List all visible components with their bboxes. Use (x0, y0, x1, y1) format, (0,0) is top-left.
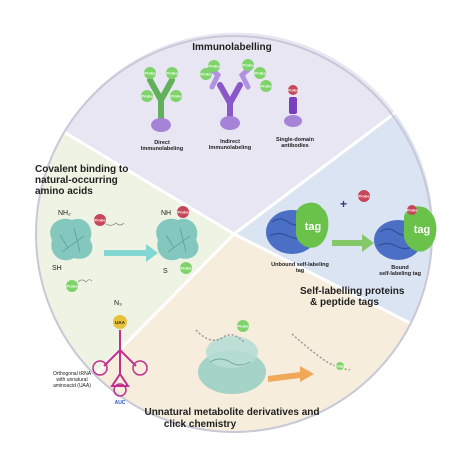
tag-label-bound: tag (414, 224, 431, 236)
probe-icon (358, 190, 370, 202)
self-label-sector (234, 113, 434, 323)
probe-icon (407, 205, 417, 215)
probe-icon (66, 280, 78, 292)
probe-label: Probe (334, 363, 346, 368)
probe-label: Probe (358, 193, 370, 198)
trna-icon (92, 330, 148, 397)
tag-unbound-icon (295, 202, 329, 248)
probe-label: Probe (200, 71, 212, 76)
probe-icon (242, 59, 254, 71)
uaa-label: UAA (115, 320, 125, 325)
arrow-icon (268, 366, 314, 382)
nh-label: NH (161, 210, 171, 217)
direct-antibody-icon: Probe Probe Probe Probe (141, 67, 182, 132)
probe-label: Probe (242, 62, 254, 67)
indirect-antibody-icon: Probe Probe Probe Probe Probe (200, 59, 272, 130)
immuno-sector (64, 32, 395, 234)
probe-label: Probe (237, 323, 249, 328)
probe-icon (166, 67, 178, 79)
probe-label: Probe (208, 63, 220, 68)
nh2-label: NH₂ (58, 210, 71, 217)
protein-labeled-icon (156, 218, 199, 261)
probe-label: Probe (144, 70, 156, 75)
probe-icon (260, 80, 272, 92)
probe-label: Probe (406, 207, 418, 212)
probe-icon (144, 67, 156, 79)
single-domain-antibody-icon: Probe (284, 85, 302, 127)
probe-label: Probe (141, 93, 153, 98)
n3-label: N₃ (114, 300, 122, 307)
probe-icon (170, 90, 182, 102)
probe-label: Probe (260, 83, 272, 88)
protein-unlabeled-icon (50, 218, 93, 261)
probe-label: Probe (177, 209, 189, 214)
probe-label: Probe (180, 265, 192, 270)
probe-icon (336, 362, 344, 370)
ribosome-icon (198, 336, 266, 394)
probe-icon (94, 214, 106, 226)
probe-icon (141, 90, 153, 102)
probe-label: Probe (66, 283, 78, 288)
uaa-circle (113, 315, 127, 329)
probe-icon (200, 68, 212, 80)
tag-bound-icon (403, 206, 437, 252)
probe-icon (288, 85, 298, 95)
immuno-title: Immunolabelling (192, 42, 271, 53)
tag-label-unbound: tag (305, 221, 322, 233)
probe-label: Probe (254, 70, 266, 75)
arrow-icon (332, 234, 374, 252)
s-label: S (163, 268, 168, 275)
probe-icon (254, 67, 266, 79)
probe-icon (180, 262, 192, 274)
auc-label: AUC (115, 400, 126, 406)
peptide-chain (195, 329, 245, 343)
probe-label: Probe (94, 217, 106, 222)
probe-icon (177, 206, 189, 218)
arrow-icon (104, 244, 158, 262)
sh-label: SH (52, 265, 62, 272)
probe-icon (208, 60, 220, 72)
probe-label: Probe (166, 70, 178, 75)
probe-label: Probe (170, 93, 182, 98)
plus-sign: + (340, 197, 347, 211)
probe-icon (237, 320, 249, 332)
probe-label: Probe (287, 87, 299, 92)
self-label-title: Self-labelling proteins& peptide tags (300, 286, 405, 308)
